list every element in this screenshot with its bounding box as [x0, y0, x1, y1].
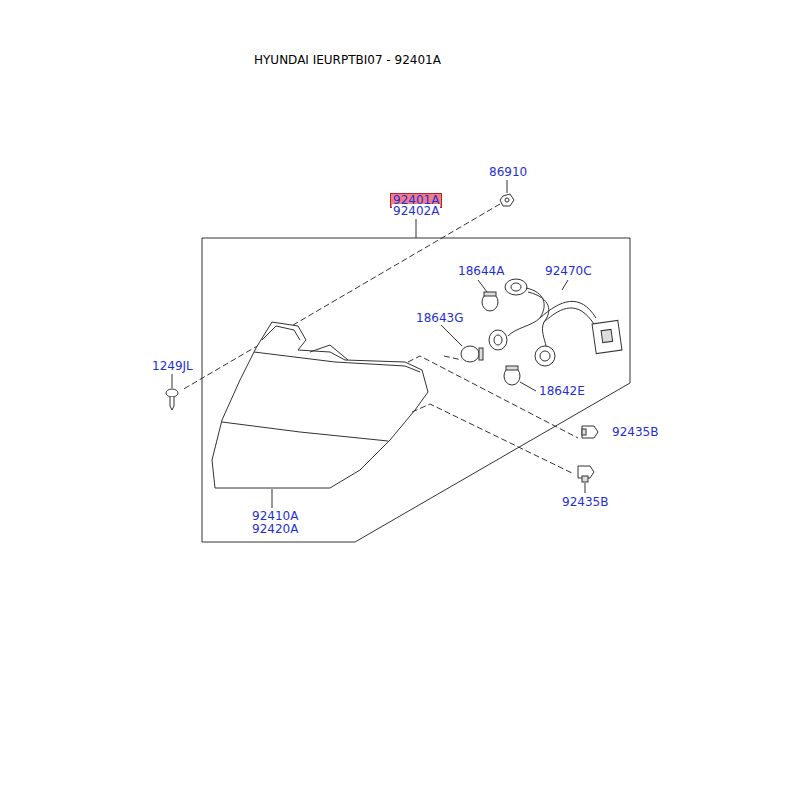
- screw-head: [166, 389, 178, 397]
- callout-number: 92435B: [561, 495, 609, 509]
- callout-number: 92420A: [251, 522, 299, 536]
- grommet-part: [582, 476, 588, 482]
- diagram-title: HYUNDAI IEURPTBI07 - 92401A: [254, 53, 441, 67]
- grommet: [582, 426, 598, 438]
- connector-plug: [592, 320, 622, 353]
- socket: [535, 346, 555, 366]
- bulb: [461, 346, 483, 362]
- leader-line: [440, 324, 462, 346]
- assembly-frame: [202, 238, 630, 542]
- bulb: [504, 366, 520, 385]
- leader-line: [507, 180, 508, 193]
- leader-line: [585, 483, 586, 493]
- lamp-edge: [254, 352, 420, 372]
- lamp-band: [222, 422, 388, 441]
- connector-pin: [601, 329, 613, 342]
- wire: [544, 308, 594, 324]
- rear-lamp: [212, 322, 428, 488]
- assembly-line: [444, 356, 462, 360]
- callout-number: 18644A: [457, 264, 505, 278]
- callout-number: 86910: [488, 165, 528, 179]
- socket: [505, 279, 527, 295]
- leader-line: [172, 374, 173, 388]
- callout-number: 92402A: [392, 204, 440, 218]
- leader-line: [562, 280, 568, 290]
- screw-shank: [170, 397, 174, 410]
- lamp-edge: [262, 326, 300, 340]
- leader-line: [520, 382, 536, 391]
- bulb: [482, 292, 498, 311]
- callout-number: 18642E: [538, 384, 586, 398]
- callout-number: 92410A: [251, 509, 299, 523]
- leader-line: [416, 219, 417, 238]
- socket: [489, 330, 507, 350]
- leader-line: [478, 280, 487, 292]
- wire: [528, 292, 549, 346]
- callout-number: 1249JL: [151, 359, 194, 373]
- assembly-line: [182, 204, 500, 390]
- callout-number: 92435B: [611, 425, 659, 439]
- lamp-edge: [310, 345, 348, 360]
- nut-symbol: [500, 194, 514, 206]
- nut-hole: [505, 198, 509, 202]
- callout-number: 18643G: [415, 311, 464, 325]
- wire: [508, 288, 544, 336]
- callout-number: 92470C: [544, 264, 593, 278]
- grommet-part: [582, 429, 586, 435]
- assembly-line: [412, 404, 574, 474]
- leader-line: [272, 489, 273, 508]
